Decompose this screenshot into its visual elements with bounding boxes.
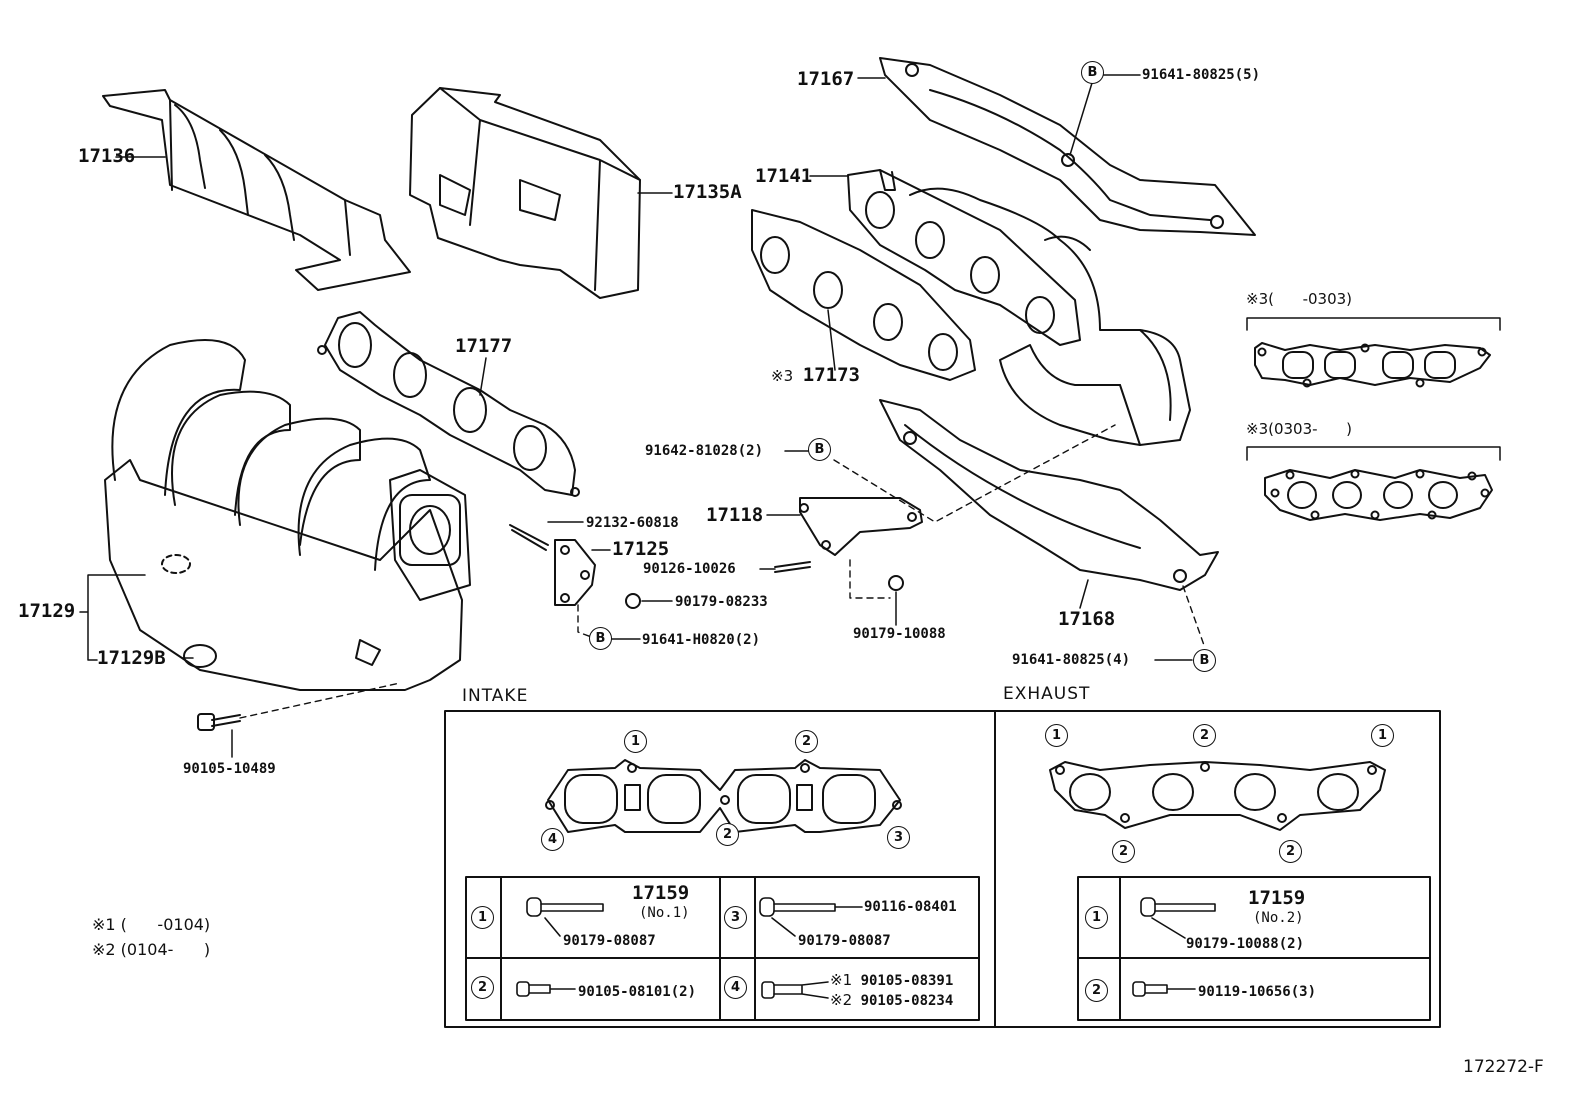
footnote-1: ※1 ( -0104) <box>92 915 211 934</box>
intake-table-90105-08391: 90105-08391 <box>860 973 954 989</box>
exhaust-seq-1-left: 1 <box>1045 724 1068 747</box>
label-17141: 17141 <box>755 165 813 187</box>
nut-drawing-90179-08233 <box>625 593 641 609</box>
intake-table-note1-row: ※1 90105-08391 <box>830 971 953 991</box>
section-exhaust-title: EXHAUST <box>1003 684 1091 704</box>
intake-seq-2-bottom: 2 <box>716 823 739 846</box>
label-90179-08233: 90179-08233 <box>675 594 768 610</box>
nut-drawing-90179-10088 <box>888 575 904 591</box>
note-3-mark: ※3 <box>771 367 794 385</box>
gasket-variant-2-label: ※3(0303- ) <box>1246 420 1353 438</box>
intake-table-90105-08101: 90105-08101(2) <box>578 984 697 1000</box>
label-91641-80825-5: 91641-80825(5) <box>1142 67 1261 83</box>
exhaust-table-90179-10088: 90179-10088(2) <box>1186 936 1305 952</box>
exhaust-table-no2: (No.2) <box>1253 910 1304 926</box>
stud-drawings <box>197 524 811 731</box>
intake-seq-2-top: 2 <box>795 730 818 753</box>
exhaust-table-17159: 17159 <box>1248 887 1306 909</box>
intake-table-90179-08087-a: 90179-08087 <box>563 933 656 949</box>
intake-table-note2-row: ※2 90105-08234 <box>830 991 953 1011</box>
gasket-variant-1-drawing <box>1254 342 1491 388</box>
label-91642-81028: 91642-81028(2) <box>645 443 764 459</box>
exhaust-seq-1-right: 1 <box>1371 724 1394 747</box>
plug-drawing <box>183 644 217 668</box>
gasket-variant-1-label: ※3( -0303) <box>1246 290 1353 308</box>
label-17177: 17177 <box>455 335 513 357</box>
intake-heat-insulator-drawing <box>102 89 411 291</box>
label-17135A: 17135A <box>673 181 742 203</box>
label-17167: 17167 <box>797 68 855 90</box>
bracket-drawing <box>799 497 923 556</box>
bolt-marker-b-2: B <box>808 438 831 461</box>
figure-reference: 172272-F <box>1463 1057 1544 1077</box>
intake-seq-3: 3 <box>887 826 910 849</box>
intake-seq-4: 4 <box>541 828 564 851</box>
exhaust-table-row-1-seq: 1 <box>1085 906 1108 929</box>
label-91641-80825-4: 91641-80825(4) <box>1012 652 1131 668</box>
label-17168: 17168 <box>1058 608 1116 630</box>
exhaust-lower-heat-insulator-drawing <box>879 399 1219 591</box>
exhaust-table-90119-10656: 90119-10656(3) <box>1198 984 1317 1000</box>
intake-table-90179-08087-b: 90179-08087 <box>798 933 891 949</box>
exhaust-seq-2-top: 2 <box>1193 724 1216 747</box>
bolt-marker-b-3: B <box>589 627 612 650</box>
intake-table-row-2a-seq: 2 <box>471 976 494 999</box>
footnote-2: ※2 (0104- ) <box>92 940 211 959</box>
intake-table-row-2b-parts: ※1 90105-08391 ※2 90105-08234 <box>830 971 953 1011</box>
stay-drawing <box>554 539 596 606</box>
intake-table-row-1b-seq: 3 <box>724 906 747 929</box>
label-92132-60818: 92132-60818 <box>586 515 679 531</box>
exhaust-gasket-drawing <box>751 209 976 381</box>
intake-manifold-drawing <box>104 339 471 691</box>
note-3-17173: ※3 17173 <box>771 364 860 386</box>
intake-table-90116-08401: 90116-08401 <box>864 899 957 915</box>
intake-sequence-gasket-drawing <box>545 759 902 833</box>
exhaust-sequence-gasket-drawing <box>1049 761 1386 831</box>
intake-table-no1: (No.1) <box>639 905 690 921</box>
bolt-marker-b-1: B <box>1081 61 1104 84</box>
label-90179-10088: 90179-10088 <box>853 626 946 642</box>
exhaust-table-row-2-seq: 2 <box>1085 979 1108 1002</box>
intake-table-note2: ※2 <box>830 991 853 1009</box>
exhaust-seq-2-bottom-right: 2 <box>1279 840 1302 863</box>
exhaust-upper-heat-insulator-drawing <box>879 57 1256 236</box>
intake-table-row-2b-seq: 4 <box>724 976 747 999</box>
label-17129B: 17129B <box>97 647 166 669</box>
section-intake-title: INTAKE <box>462 686 529 706</box>
intake-table-17159: 17159 <box>632 882 690 904</box>
intake-gasket-drawing <box>317 311 580 497</box>
label-17129: 17129 <box>18 600 76 622</box>
label-17136: 17136 <box>78 145 136 167</box>
table-fastener-drawings <box>516 897 1216 999</box>
intake-cover-drawing <box>409 87 641 299</box>
label-91641-h0820: 91641-H0820(2) <box>642 632 761 648</box>
intake-table-note1: ※1 <box>830 971 853 989</box>
label-17125: 17125 <box>612 538 670 560</box>
label-90126-10026: 90126-10026 <box>643 561 736 577</box>
gasket-variant-2-drawing <box>1264 469 1493 521</box>
intake-seq-1: 1 <box>624 730 647 753</box>
label-17118: 17118 <box>706 504 764 526</box>
label-17173: 17173 <box>802 364 860 386</box>
bolt-marker-b-4: B <box>1193 649 1216 672</box>
label-90105-10489: 90105-10489 <box>183 761 276 777</box>
exhaust-seq-2-bottom-left: 2 <box>1112 840 1135 863</box>
intake-table-row-1a-seq: 1 <box>471 906 494 929</box>
exhaust-manifold-drawing <box>847 169 1191 446</box>
intake-table-90105-08234: 90105-08234 <box>860 993 954 1009</box>
